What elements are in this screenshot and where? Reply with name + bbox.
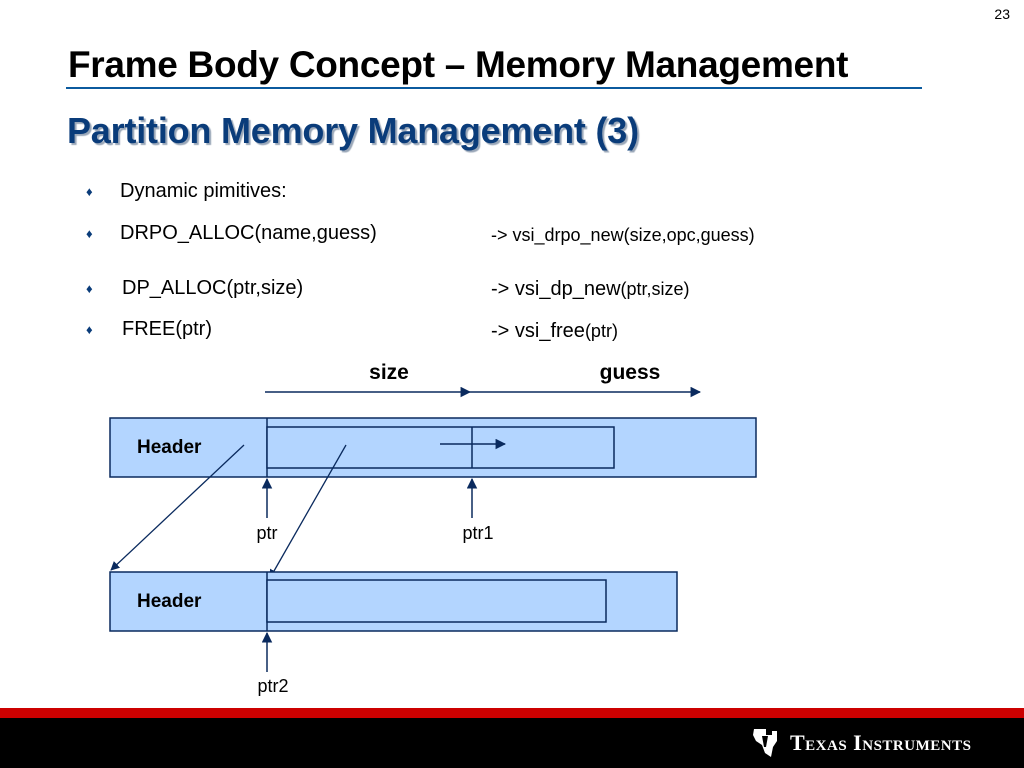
ptr1-label: ptr1: [462, 523, 493, 543]
page-title: Frame Body Concept – Memory Management: [68, 44, 849, 85]
bullet-icon: ♦: [86, 281, 93, 296]
footer-bar: [0, 718, 1024, 768]
bullet-text-drpo-alloc: DRPO_ALLOC(name,guess): [120, 222, 377, 244]
func-vsi-free: -> vsi_free(ptr): [491, 320, 618, 343]
header-link-arrow: [110, 444, 245, 571]
bullet-text-free: FREE(ptr): [122, 318, 212, 340]
bullet-icon: ♦: [86, 322, 93, 337]
buffer-bottom: [266, 579, 607, 623]
buffer-link-arrow: [269, 444, 347, 579]
func-dp-new-args: (ptr,size): [620, 279, 690, 299]
slide-number: 23: [994, 6, 1010, 22]
func-dp-new: -> vsi_dp_new(ptr,size): [491, 278, 690, 301]
func-dp-new-name: -> vsi_dp_new: [491, 278, 621, 300]
ti-logo-icon: [753, 729, 777, 757]
bullet-icon: ♦: [86, 184, 93, 199]
slide-subtitle: Partition Memory Management (3): [67, 110, 639, 151]
footer-brand: Texas Instruments: [790, 730, 972, 755]
func-drpo-new: -> vsi_drpo_new(size,opc,guess): [491, 225, 755, 245]
bullet-icon: ♦: [86, 226, 93, 241]
func-vsi-free-args: (ptr): [584, 321, 618, 341]
header-label-top: Header: [137, 437, 202, 458]
ptr2-label: ptr2: [257, 676, 288, 696]
footer-red-stripe: [0, 708, 1024, 718]
func-vsi-free-name: -> vsi_free: [491, 320, 585, 342]
bullet-text-dynamic: Dynamic pimitives:: [120, 180, 287, 202]
title-divider: [66, 87, 922, 89]
buffer-top: [266, 426, 615, 469]
header-label-bottom: Header: [137, 591, 202, 612]
bullet-text-dp-alloc: DP_ALLOC(ptr,size): [122, 277, 304, 299]
ptr-label: ptr: [256, 523, 277, 543]
size-label: size: [369, 361, 409, 384]
guess-label: guess: [600, 361, 661, 384]
